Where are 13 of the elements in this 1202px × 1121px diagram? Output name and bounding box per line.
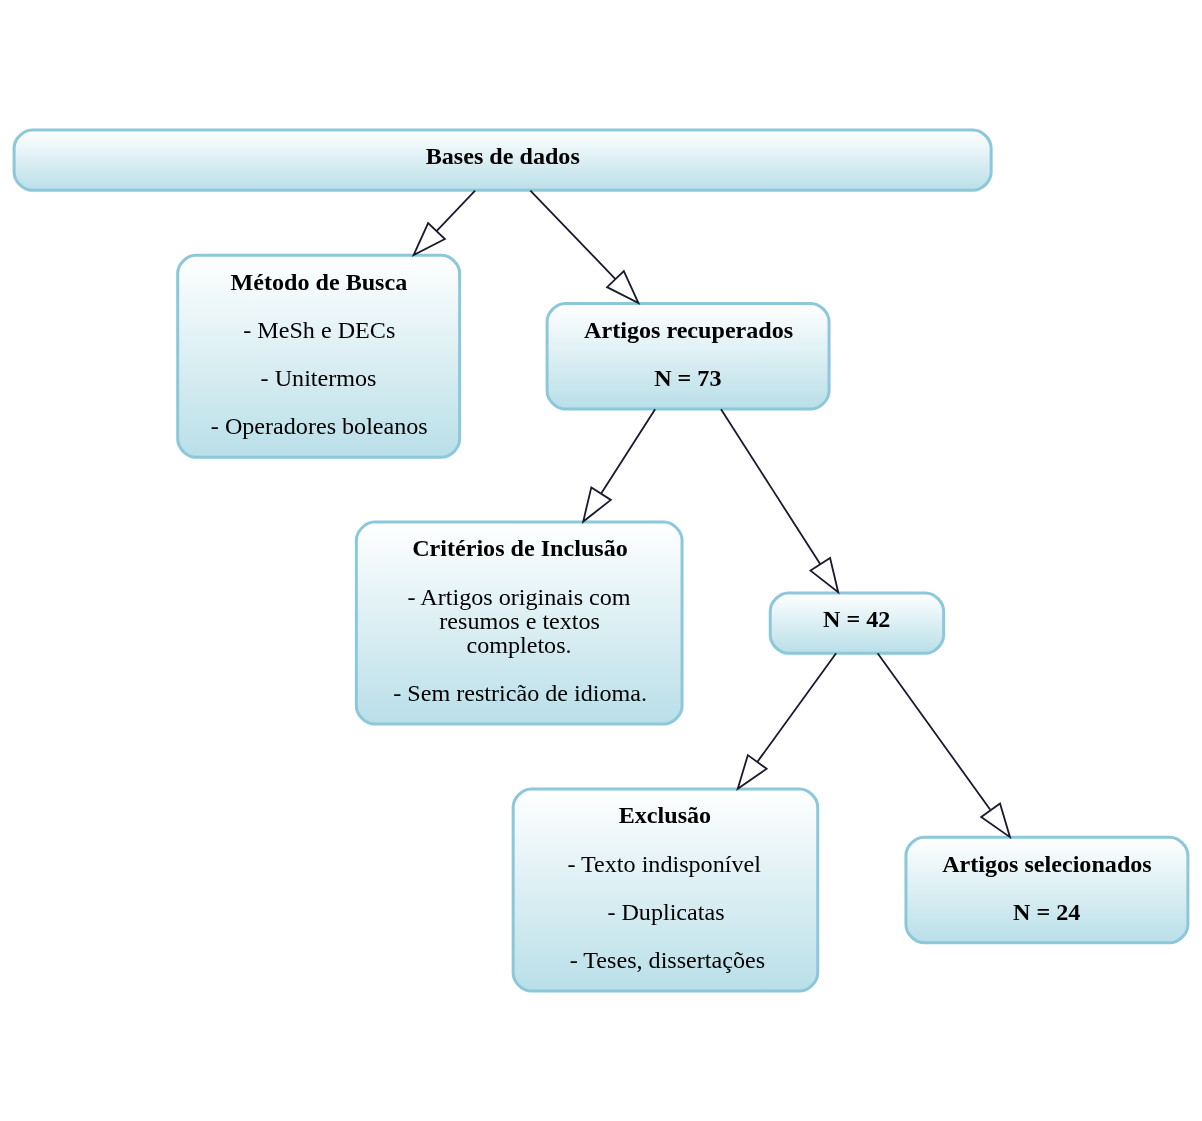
arrow bbox=[876, 652, 1012, 840]
node-box: N = 42 bbox=[768, 591, 946, 655]
node-box: Método de Busca - MeSh e DECs - Unitermos - Operadores boleanos bbox=[176, 253, 462, 459]
node-box: Artigos selecionados N = 24 bbox=[904, 835, 1190, 945]
node-box: Bases de dados bbox=[12, 128, 993, 192]
arrow bbox=[720, 408, 840, 595]
node-box: Critérios de Inclusão - Artigos originais com resumos e textos completos. - Sem restricão de idioma. bbox=[354, 520, 684, 726]
arrow bbox=[529, 189, 641, 306]
arrow bbox=[736, 652, 837, 792]
arrow bbox=[411, 189, 476, 258]
arrow bbox=[581, 408, 656, 524]
node-box: Artigos recuperados N = 73 bbox=[545, 301, 831, 411]
node-box: Exclusão - Texto indisponível - Duplicatas - Teses, dissertações bbox=[511, 787, 820, 993]
